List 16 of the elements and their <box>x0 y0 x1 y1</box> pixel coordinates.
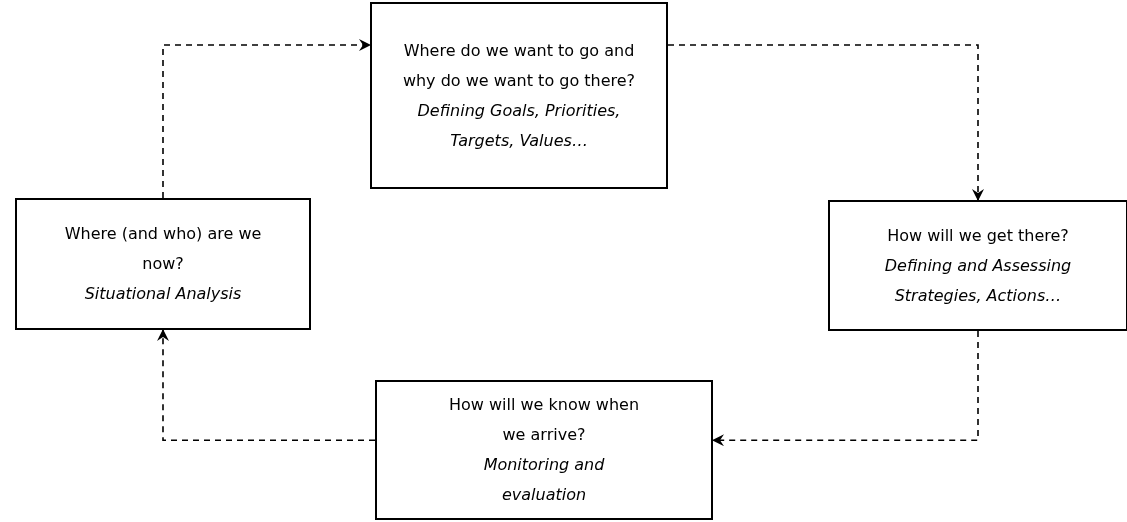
dashed-arrow <box>157 329 376 441</box>
dashed-arrow <box>667 44 984 201</box>
process-box <box>15 198 311 330</box>
dashed-arrow <box>712 330 979 447</box>
question-text: Where do we want to go and why do we want to go there? <box>401 39 637 92</box>
question-text: How will we get there? <box>887 224 1069 247</box>
process-box <box>375 380 713 520</box>
process-box <box>828 200 1127 331</box>
question-text: Where (and who) are we now? <box>63 223 263 275</box>
process-box <box>370 2 668 189</box>
description-text: Defining Goals, Priorities, Targets, Values… <box>416 99 622 152</box>
question-text: How will we know when we arrive? <box>447 394 641 446</box>
description-text: Situational Analysis <box>84 283 242 305</box>
description-text: Monitoring and evaluation <box>482 454 606 506</box>
dashed-arrow <box>162 39 371 199</box>
description-text: Defining and Assessing Strategies, Actions… <box>883 254 1073 307</box>
